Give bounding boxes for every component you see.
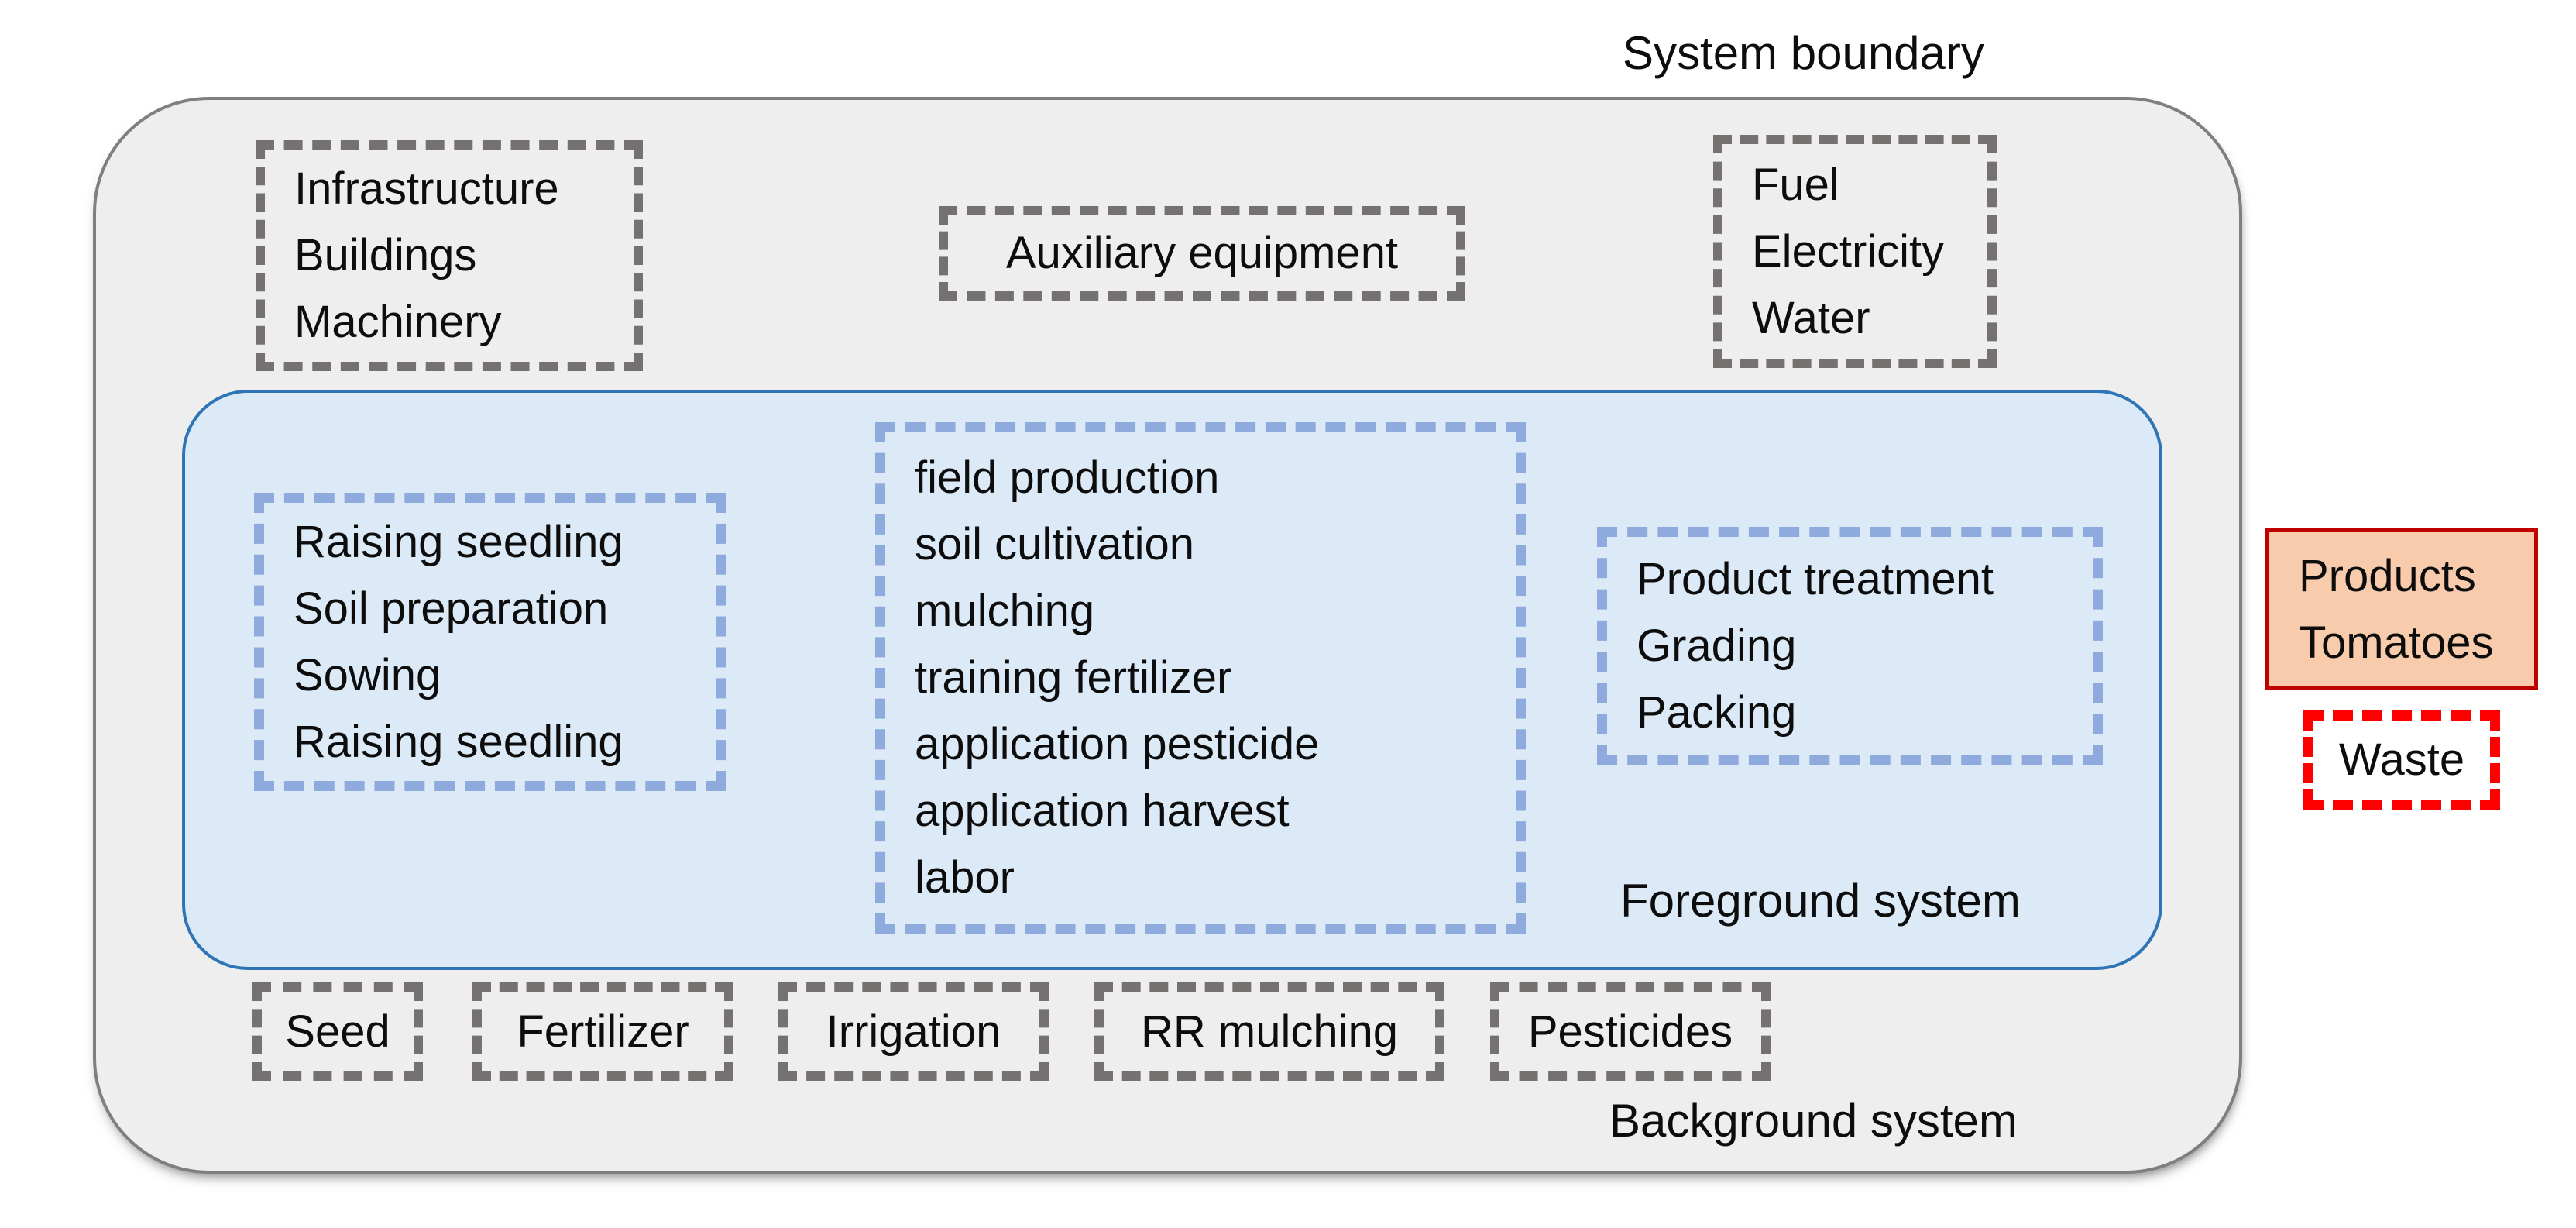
box-line: Packing <box>1637 687 1797 738</box>
energy-inputs-box: Fuel Electricity Water <box>1713 135 1997 368</box>
box-line: Auxiliary equipment <box>1005 228 1399 278</box>
box-line: RR mulching <box>1141 1006 1398 1057</box>
foreground-system-label: Foreground system <box>1620 875 2021 927</box>
box-line: Soil preparation <box>294 583 609 634</box>
nursery-operations-box: Raising seedling Soil preparation Sowing… <box>254 493 726 791</box>
box-line: Waste <box>2338 734 2465 785</box>
box-line: application harvest <box>915 786 1290 836</box>
input-box-fertilizer: Fertilizer <box>472 982 733 1081</box>
system-boundary-label: System boundary <box>1623 27 1984 79</box>
input-box-irrigation: Irrigation <box>778 982 1049 1081</box>
background-system-label: Background system <box>1609 1095 2018 1147</box>
box-line: Raising seedling <box>294 516 623 567</box>
infrastructure-box: Infrastructure Buildings Machinery <box>256 140 643 371</box>
box-line: mulching <box>915 586 1095 636</box>
box-line: Sowing <box>294 649 441 700</box>
box-line: labor <box>915 852 1015 903</box>
box-line: Seed <box>285 1006 390 1057</box>
waste-output-box: Waste <box>2303 710 2500 810</box>
box-line: Buildings <box>294 230 477 280</box>
box-line: soil cultivation <box>915 519 1195 569</box>
input-box-rr-mulching: RR mulching <box>1094 982 1444 1081</box>
input-box-pesticides: Pesticides <box>1490 982 1771 1081</box>
box-line: Irrigation <box>826 1006 1001 1057</box>
box-line: Machinery <box>294 297 502 347</box>
box-line: training fertilizer <box>915 652 1232 703</box>
input-box-seed: Seed <box>252 982 423 1081</box>
box-line: Fertilizer <box>517 1006 689 1057</box>
box-line: Grading <box>1637 621 1797 671</box>
box-line: Infrastructure <box>294 163 559 214</box>
box-line: application pesticide <box>915 719 1320 769</box>
box-line: Product treatment <box>1637 554 1994 604</box>
box-line: Products <box>2299 550 2476 601</box>
box-line: Water <box>1752 292 1870 343</box>
box-line: Pesticides <box>1527 1006 1733 1057</box>
box-line: Raising seedling <box>294 716 623 767</box>
box-line: Electricity <box>1752 225 1945 277</box>
auxiliary-equipment-box: Auxiliary equipment <box>939 206 1465 301</box>
field-production-box: field production soil cultivation mulchi… <box>875 422 1526 934</box>
product-treatment-box: Product treatment Grading Packing <box>1597 527 2103 765</box>
products-output-box: Products Tomatoes <box>2265 528 2538 690</box>
box-line: Fuel <box>1752 159 1839 210</box>
box-line: field production <box>915 452 1220 503</box>
foreground-system-region <box>182 390 2162 970</box>
box-line: Tomatoes <box>2299 617 2494 668</box>
